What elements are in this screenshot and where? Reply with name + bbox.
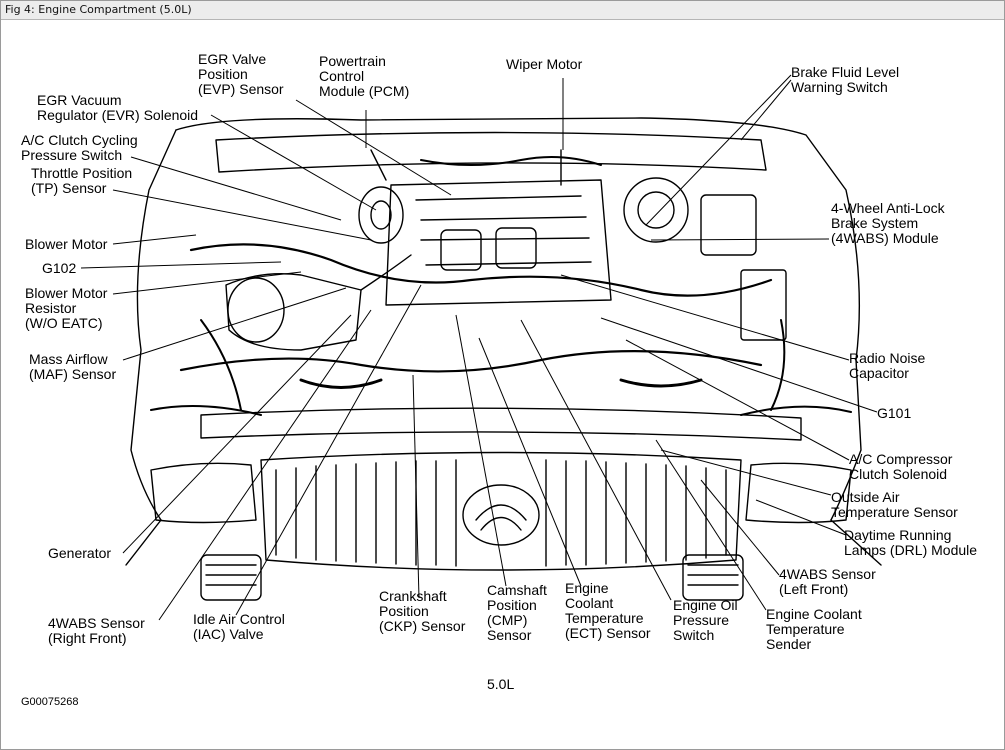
diagram-canvas: EGR Valve Position (EVP) Sensor Powertra… bbox=[1, 20, 1004, 749]
callout-throttle-position: Throttle Position (TP) Sensor bbox=[31, 165, 133, 196]
callout-4wabs-right-front: 4WABS Sensor (Right Front) bbox=[48, 615, 145, 646]
headlamp-left bbox=[150, 462, 257, 524]
callout-4wabs-left-front: 4WABS Sensor (Left Front) bbox=[779, 566, 876, 597]
callout-idle-air-control: Idle Air Control (IAC) Valve bbox=[193, 611, 285, 642]
hood-outline bbox=[175, 117, 862, 521]
callout-engine-coolant-temp-sensor: Engine Coolant Temperature (ECT) Sensor bbox=[565, 580, 651, 641]
callout-crankshaft-position: Crankshaft Position (CKP) Sensor bbox=[379, 588, 466, 634]
callout-4wabs-module: 4-Wheel Anti-Lock Brake System (4WABS) M… bbox=[831, 200, 945, 246]
callout-ac-compressor-solenoid: A/C Compressor Clutch Solenoid bbox=[849, 451, 953, 482]
callout-blower-motor-resistor: Blower Motor Resistor (W/O EATC) bbox=[25, 285, 108, 331]
callout-mass-airflow: Mass Airflow (MAF) Sensor bbox=[29, 351, 117, 382]
callout-engine-coolant-temp-sender: Engine Coolant Temperature Sender bbox=[766, 606, 862, 652]
callout-pcm: Powertrain Control Module (PCM) bbox=[319, 53, 410, 99]
air-intake bbox=[225, 273, 362, 351]
wiring-harness bbox=[189, 243, 773, 297]
callout-brake-fluid-switch: Brake Fluid Level Warning Switch bbox=[791, 64, 900, 95]
mercury-emblem bbox=[462, 484, 540, 546]
callout-g101: G101 bbox=[877, 405, 912, 421]
callout-g102: G102 bbox=[42, 260, 77, 276]
window-title: Fig 4: Engine Compartment (5.0L) bbox=[5, 3, 192, 16]
callout-blower-motor: Blower Motor bbox=[25, 236, 108, 252]
engine-size-label: 5.0L bbox=[487, 676, 515, 692]
callout-egr-valve-position: EGR Valve Position (EVP) Sensor bbox=[198, 51, 284, 97]
radiator-support bbox=[200, 407, 802, 441]
cowl bbox=[215, 131, 767, 173]
callout-engine-oil-pressure: Engine Oil Pressure Switch bbox=[673, 597, 738, 643]
figure-code: G00075268 bbox=[21, 696, 79, 708]
callout-wiper-motor: Wiper Motor bbox=[506, 56, 583, 72]
left-fender-outline bbox=[130, 129, 177, 521]
headlamp-right bbox=[745, 462, 852, 524]
title-bar: Fig 4: Engine Compartment (5.0L) bbox=[1, 1, 1004, 20]
engine-illustration bbox=[80, 74, 882, 621]
callout-radio-noise-capacitor: Radio Noise Capacitor bbox=[849, 350, 926, 381]
callout-drl-module: Daytime Running Lamps (DRL) Module bbox=[844, 527, 978, 558]
callout-ac-clutch-cycling: A/C Clutch Cycling Pressure Switch bbox=[21, 132, 138, 163]
callout-egr-vacuum-regulator: EGR Vacuum Regulator (EVR) Solenoid bbox=[37, 92, 199, 123]
intake-manifold bbox=[385, 179, 612, 306]
callout-generator: Generator bbox=[48, 545, 112, 561]
callout-camshaft-position: Camshaft Position (CMP) Sensor bbox=[487, 582, 547, 643]
grille-frame bbox=[260, 451, 742, 571]
callout-outside-air-temp: Outside Air Temperature Sensor bbox=[831, 489, 958, 520]
